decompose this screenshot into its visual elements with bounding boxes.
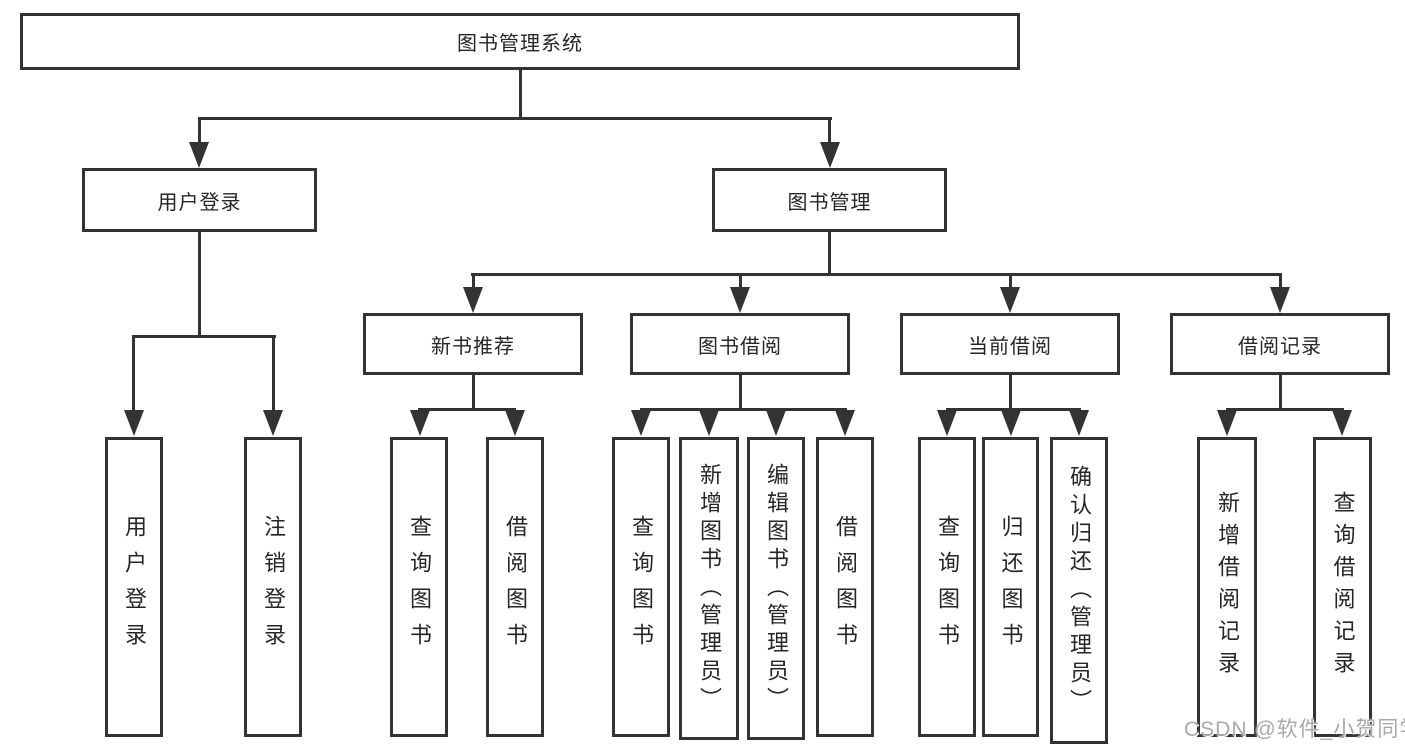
leaf-borrow-books-recommend: 借阅图书 [486,437,544,737]
node-book-borrow: 图书借阅 [630,313,850,375]
connector-line [1009,375,1012,408]
connector-line [198,117,832,120]
arrow-down-icon [820,142,840,168]
connector-line [198,117,201,144]
node-label: 图书管理系统 [457,33,583,55]
connector-line [472,273,475,289]
leaf-query-books-borrow: 查询图书 [612,437,670,737]
leaf-label: 确认归还（管理员） [1067,464,1092,717]
arrow-down-icon [937,410,957,436]
connector-line [418,408,516,411]
node-current-borrow: 当前借阅 [900,313,1120,375]
connector-line [739,375,742,408]
node-label: 借阅记录 [1238,335,1322,358]
leaf-logout: 注销登录 [244,437,302,737]
leaf-edit-book-admin: 编辑图书（管理员） [747,437,805,740]
connector-line [828,117,831,144]
node-new-book-recommend: 新书推荐 [363,313,583,375]
connector-line [272,335,275,412]
arrow-down-icon [410,410,430,436]
arrow-down-icon [1217,410,1237,436]
leaf-query-books-current: 查询图书 [918,437,976,737]
leaf-user-login: 用户登录 [105,437,163,737]
connector-line [472,375,475,408]
leaf-label: 编辑图书（管理员） [764,462,789,715]
leaf-return-book: 归还图书 [982,437,1039,737]
arrow-down-icon [263,410,283,436]
connector-line [471,273,1281,276]
arrow-down-icon [1270,287,1290,313]
watermark: CSDN @软件_小贺同学 [1184,718,1405,741]
leaf-add-borrow-record: 新增借阅记录 [1197,437,1257,737]
leaf-label: 新增借阅记录 [1215,491,1240,683]
arrow-down-icon [1069,410,1089,436]
connector-line [1009,273,1012,289]
leaf-label: 用户登录 [122,515,147,659]
connector-line [739,273,742,289]
leaf-add-book-admin: 新增图书（管理员） [679,437,739,740]
connector-line [828,232,831,273]
node-label: 图书管理 [787,191,872,214]
node-root: 图书管理系统 [20,13,1020,70]
connector-line [640,408,847,411]
arrow-down-icon [766,410,786,436]
connector-line [1226,408,1344,411]
connector-line [1279,375,1282,408]
node-book-management: 图书管理 [712,168,947,232]
connector-line [132,335,276,338]
leaf-label: 查询借阅记录 [1330,491,1356,683]
leaf-label: 归还图书 [998,515,1024,659]
arrow-down-icon [1001,410,1021,436]
leaf-label: 借阅图书 [833,515,858,659]
node-label: 新书推荐 [431,335,515,358]
leaf-query-borrow-record: 查询借阅记录 [1313,437,1372,737]
arrow-down-icon [1332,410,1352,436]
leaf-label: 借阅图书 [503,515,528,659]
arrow-down-icon [835,410,855,436]
leaf-label: 查询图书 [935,515,960,659]
connector-line [519,70,522,117]
node-borrow-records: 借阅记录 [1170,313,1390,375]
leaf-label: 注销登录 [261,515,286,659]
connector-line [198,232,201,335]
leaf-label: 新增图书（管理员） [697,462,722,715]
arrow-down-icon [124,410,144,436]
arrow-down-icon [1000,287,1020,313]
leaf-query-books-recommend: 查询图书 [390,437,448,737]
leaf-label: 查询图书 [629,515,654,659]
arrow-down-icon [463,287,483,313]
connector-line [946,408,1081,411]
node-label: 图书借阅 [698,335,782,358]
node-label: 当前借阅 [968,335,1052,358]
arrow-down-icon [505,410,525,436]
connector-line [1279,273,1282,289]
leaf-label: 查询图书 [407,515,432,659]
connector-line [132,335,135,412]
leaf-borrow-books: 借阅图书 [816,437,874,737]
arrow-down-icon [699,410,719,436]
node-label: 用户登录 [157,191,242,214]
arrow-down-icon [631,410,651,436]
arrow-down-icon [730,287,750,313]
arrow-down-icon [189,142,209,168]
leaf-confirm-return-admin: 确认归还（管理员） [1050,437,1108,744]
node-user-login: 用户登录 [82,168,317,232]
